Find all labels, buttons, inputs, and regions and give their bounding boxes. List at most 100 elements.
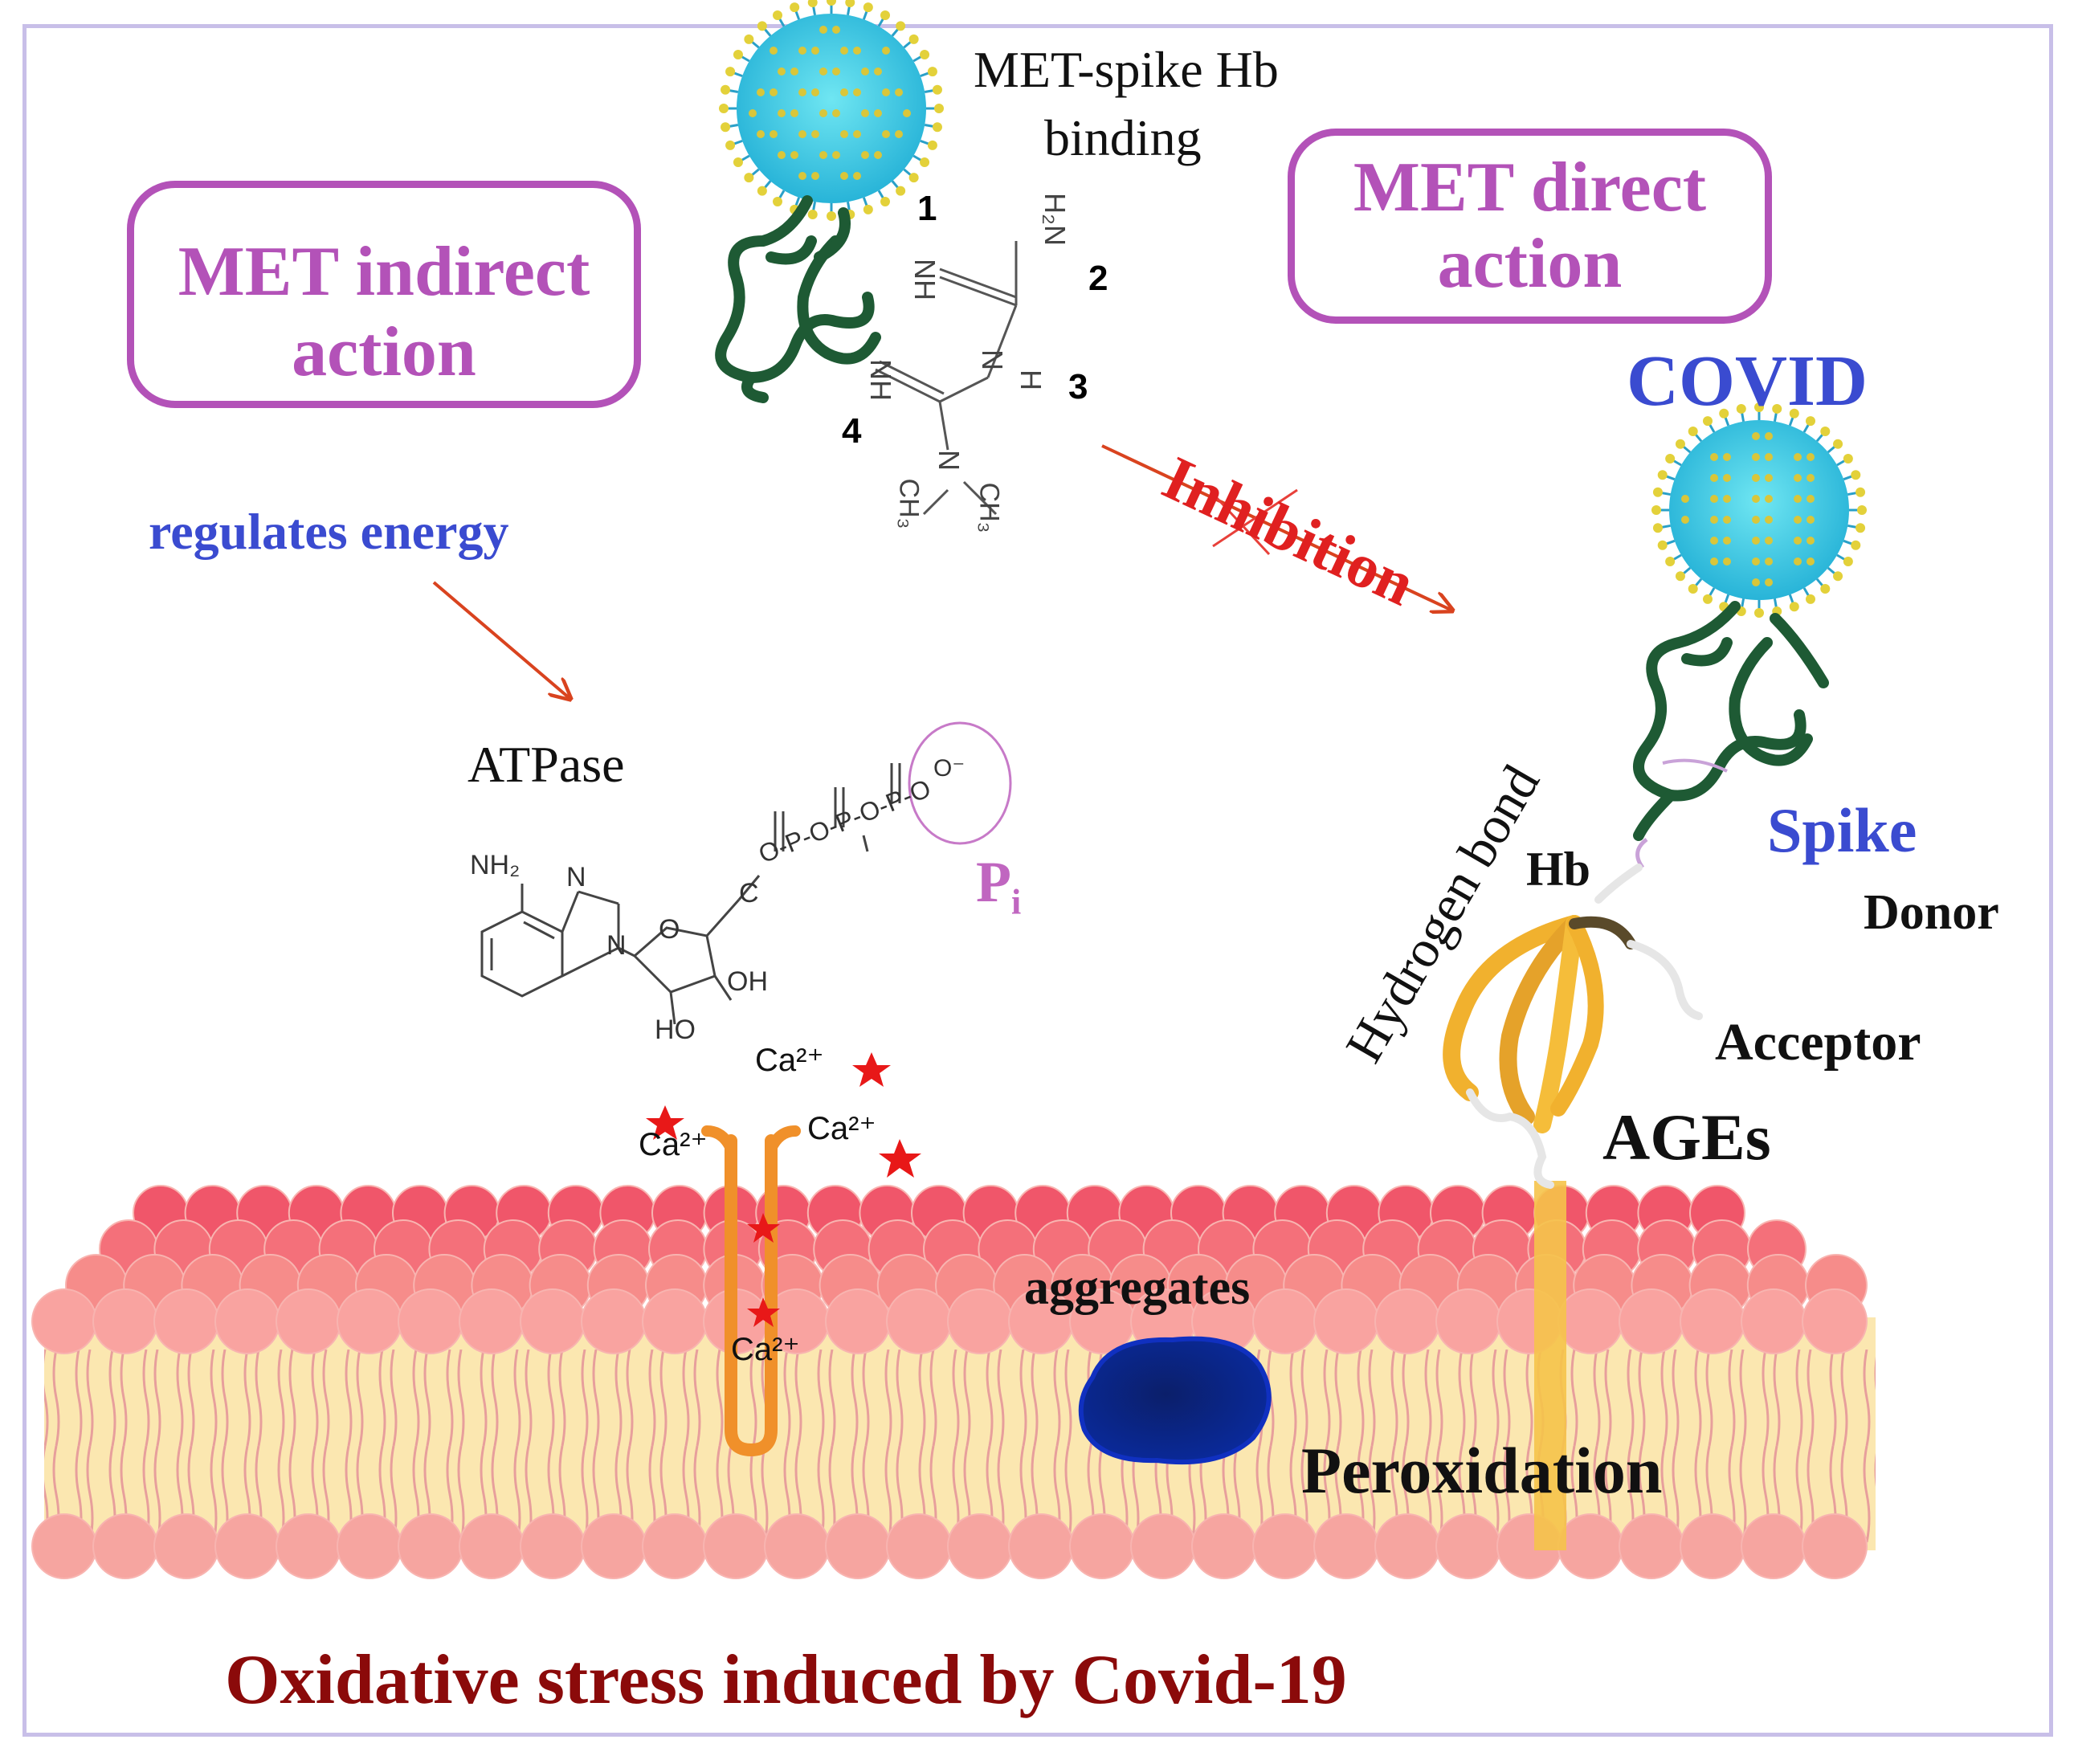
virus-spike-tip — [908, 34, 919, 44]
virus-dot — [798, 47, 806, 55]
lipid-head — [703, 1513, 769, 1579]
metformin-nh-a: NH — [908, 259, 941, 300]
lipid-tails — [44, 1350, 1876, 1542]
atp-n1: N — [566, 862, 586, 892]
pi-label: Pi — [976, 853, 1021, 920]
hydrogen-bond-line — [1635, 838, 1648, 869]
virus-dot — [770, 47, 778, 55]
atp-structure — [480, 763, 901, 1025]
virus-dot — [1794, 557, 1802, 566]
virus-dot — [853, 172, 861, 180]
metformin-n-c: N — [933, 450, 966, 471]
star-icon — [879, 1139, 921, 1178]
virus-spike-tip — [1789, 408, 1799, 419]
lipid-head — [276, 1288, 341, 1354]
virus-dot — [778, 67, 786, 76]
lipid-head — [1191, 1513, 1257, 1579]
lipid-head — [337, 1288, 402, 1354]
virus-spike-tip — [1754, 608, 1764, 618]
virus-dot — [1752, 495, 1760, 503]
aggregates-label: aggregates — [1024, 1260, 1251, 1315]
virus-dot — [798, 88, 806, 96]
metformin-ch3-a: CH₃ — [893, 478, 925, 529]
atp-ring-o: O — [659, 914, 680, 945]
virus-dot — [1807, 557, 1815, 566]
virus-spike-tip — [880, 10, 890, 20]
virus-dot — [1807, 453, 1815, 461]
lipid-head — [1252, 1288, 1318, 1354]
virus-spike-tip — [1820, 584, 1831, 594]
virus-dot — [1765, 432, 1773, 440]
virus-spike-tip — [1665, 557, 1676, 566]
virus-dot — [861, 109, 869, 117]
virus-dot — [1765, 578, 1773, 586]
virus-spike-tip — [1806, 416, 1815, 427]
footer-caption: Oxidative stress induced by Covid-19 — [225, 1641, 1347, 1719]
virus-dot — [757, 88, 765, 96]
lipid-head — [1680, 1513, 1745, 1579]
met-direct-action-box: MET direct action — [1288, 129, 1772, 324]
lipid-head — [1680, 1288, 1745, 1354]
lipid-head — [459, 1288, 525, 1354]
virus-dot — [882, 130, 890, 138]
lipid-head — [1619, 1288, 1684, 1354]
virus-spike-tip — [920, 157, 930, 167]
virus-spike-tip — [1856, 487, 1866, 497]
spike-label: Spike — [1767, 795, 1917, 865]
virus-dot — [770, 88, 778, 96]
arrow-regulates-energy — [432, 581, 570, 699]
lipid-head — [1802, 1288, 1868, 1354]
virus-dot — [840, 130, 848, 138]
virus-spike-tip — [725, 140, 736, 150]
lipid-head — [1619, 1513, 1684, 1579]
virus-spike-tip — [1675, 439, 1685, 449]
virus-dot — [895, 130, 903, 138]
virus-dot — [1794, 537, 1802, 545]
lipid-head — [92, 1513, 158, 1579]
virus-spike-tip — [733, 157, 743, 167]
virus-dot — [1807, 495, 1815, 503]
atp-n2: N — [606, 930, 627, 961]
virus-dot — [1752, 453, 1760, 461]
virus-dot — [778, 151, 786, 159]
virus-spike-tip — [1703, 416, 1713, 427]
virus-dot — [1765, 453, 1773, 461]
metformin-structure — [875, 241, 1018, 516]
virus-dot — [1752, 537, 1760, 545]
virus-dot — [882, 47, 890, 55]
virus-dot — [1681, 516, 1689, 524]
virus-dot — [874, 67, 882, 76]
virus-spike-tip — [1851, 470, 1861, 480]
virus-dot — [790, 67, 798, 76]
metformin-h: H — [1015, 370, 1047, 390]
ages-protein — [1443, 864, 1703, 1189]
virus-dot — [1681, 495, 1689, 503]
virus-spike-tip — [932, 122, 942, 133]
lipid-head — [520, 1513, 586, 1579]
virus-spike-tip — [1833, 571, 1843, 582]
atp-c: C — [739, 878, 759, 909]
virus-dot — [1723, 474, 1731, 482]
virus-spike-tip — [1665, 454, 1676, 463]
virus-dot — [903, 109, 911, 117]
virus-dot — [1752, 557, 1760, 566]
virus-dot — [1794, 516, 1802, 524]
virus-dot — [790, 151, 798, 159]
metformin-nh-b: NH — [864, 359, 897, 401]
virus-spike-tip — [1843, 454, 1853, 463]
metformin-h2n: H₂N — [1038, 193, 1072, 246]
virus-dot — [1765, 474, 1773, 482]
spike-protein-top — [715, 195, 881, 403]
atp-o-minus: O⁻ — [933, 755, 966, 782]
virus-particle-top — [719, 0, 944, 221]
lipid-head — [1069, 1513, 1135, 1579]
virus-dot — [1765, 516, 1773, 524]
virus-dot — [1807, 474, 1815, 482]
lipid-head — [153, 1513, 219, 1579]
virus-spike-tip — [932, 84, 942, 95]
virus-spike-tip — [725, 67, 736, 77]
virus-spike-tip — [880, 197, 890, 207]
virus-dot — [1710, 537, 1718, 545]
virus-dot — [1752, 578, 1760, 586]
lipid-head — [1374, 1288, 1440, 1354]
